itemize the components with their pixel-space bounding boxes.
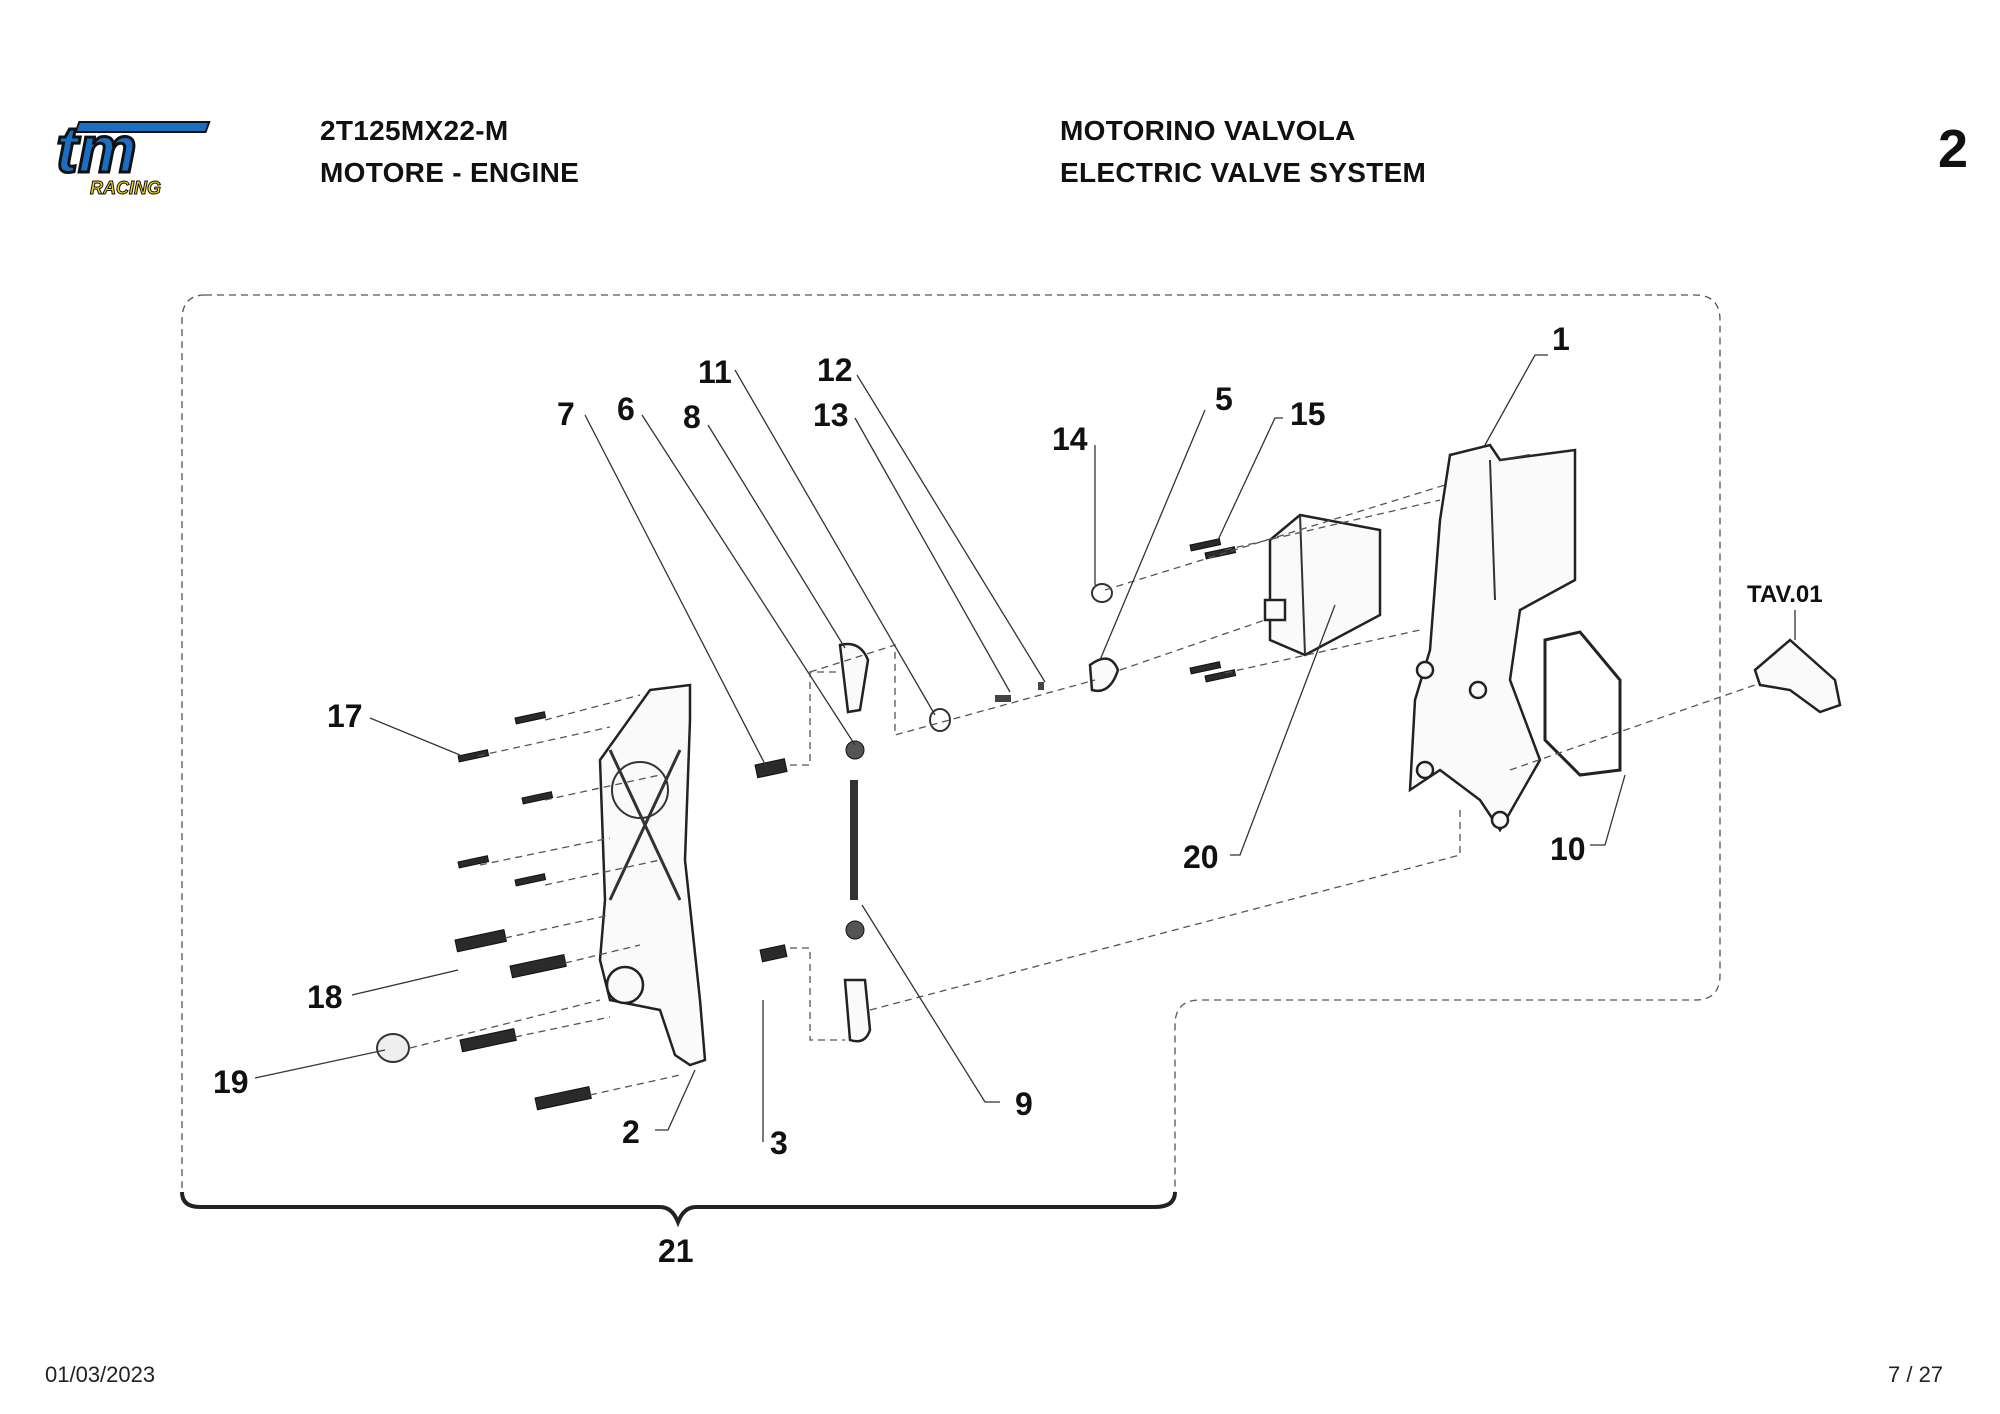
callout-10: 10 xyxy=(1550,831,1586,867)
callout-15: 15 xyxy=(1290,396,1326,432)
model-code: 2T125MX22-M xyxy=(320,115,509,146)
logo-sub-text: RACING xyxy=(90,178,161,198)
callout-18: 18 xyxy=(307,979,343,1015)
callout-1: 1 xyxy=(1552,321,1570,357)
part-1-housing xyxy=(1408,443,1577,833)
group-number: 2 xyxy=(1938,119,1969,179)
callout-3: 3 xyxy=(770,1125,788,1161)
callout-12: 12 xyxy=(817,352,853,388)
assembly-boundary xyxy=(181,294,1721,1200)
part-2-cover xyxy=(598,683,707,1067)
callout-tav01: TAV.01 xyxy=(1747,581,1823,608)
assembly-bracket xyxy=(180,1191,1177,1228)
footer-page: 7 / 27 xyxy=(1888,1362,1944,1387)
tav01-flange xyxy=(1753,638,1842,714)
callout-6: 6 xyxy=(617,391,635,427)
callout-19: 19 xyxy=(213,1064,249,1100)
screws-left xyxy=(376,711,592,1111)
callout-17: 17 xyxy=(327,698,363,734)
callout-7: 7 xyxy=(557,396,575,432)
washer-19 xyxy=(376,1033,410,1063)
alignment-lines xyxy=(409,484,1756,1096)
callout-20: 20 xyxy=(1183,839,1219,875)
group-title-it: MOTORINO VALVOLA xyxy=(1060,115,1356,146)
tm-racing-logo: tm RACING xyxy=(55,120,211,199)
callout-5: 5 xyxy=(1215,381,1233,417)
section-title: MOTORE - ENGINE xyxy=(320,157,580,188)
footer-date: 01/03/2023 xyxy=(45,1362,156,1387)
callout-21: 21 xyxy=(658,1233,694,1269)
parts-center xyxy=(754,583,1120,1043)
callout-14: 14 xyxy=(1052,421,1088,457)
callout-13: 13 xyxy=(813,397,849,433)
leader-lines xyxy=(254,354,1796,1142)
callout-2: 2 xyxy=(622,1114,640,1150)
callout-9: 9 xyxy=(1015,1086,1033,1122)
part-20-motor xyxy=(1189,513,1382,683)
callout-11: 11 xyxy=(698,354,732,390)
group-title-en: ELECTRIC VALVE SYSTEM xyxy=(1060,157,1427,188)
callout-labels: 1 2 3 5 6 7 8 9 10 11 12 13 14 15 17 18 … xyxy=(213,321,1823,1269)
callout-8: 8 xyxy=(683,399,701,435)
part-10-gasket xyxy=(1543,630,1622,777)
